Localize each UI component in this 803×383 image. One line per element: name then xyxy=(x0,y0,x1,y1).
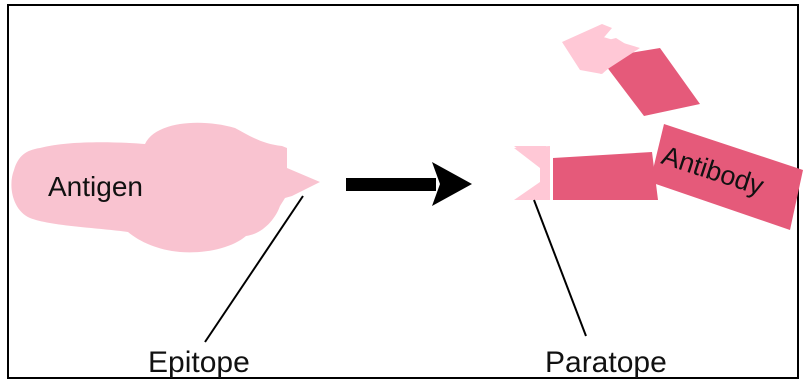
epitope-pointer-line xyxy=(204,195,304,343)
paratope-pointer-line xyxy=(533,199,587,337)
antigen: Antigen xyxy=(11,122,321,253)
antibody-upper-arm xyxy=(562,24,700,116)
paratope-label: Paratope xyxy=(545,346,667,379)
antigen-shape xyxy=(11,122,321,253)
antibody-lower-arm xyxy=(514,146,658,200)
epitope-label: Epitope xyxy=(148,346,250,379)
right-arrow-icon xyxy=(346,162,472,206)
antigen-label: Antigen xyxy=(48,171,143,202)
